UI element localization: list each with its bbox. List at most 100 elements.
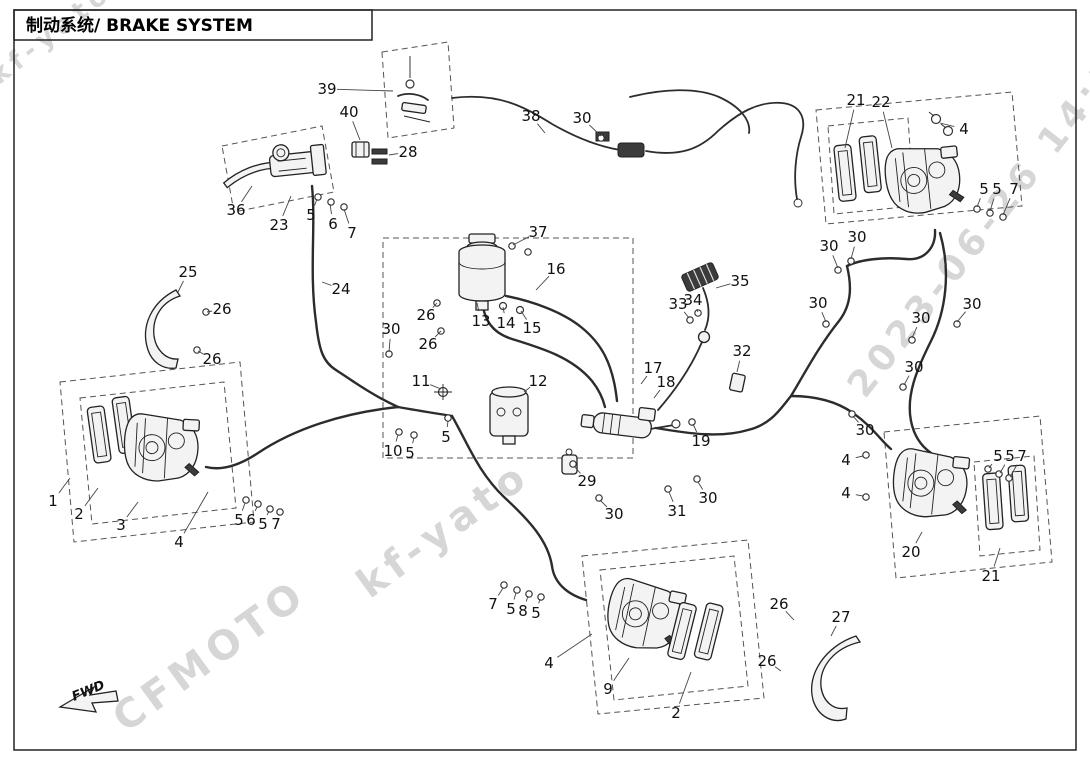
callout-leader-line [988,463,993,469]
callout-number-4: 4 [174,533,184,551]
callout-leader-line [512,236,530,246]
brake-caliper-rear-right-upper [882,141,966,217]
callout-leader-line [412,437,415,444]
callout-leader-line [58,477,71,494]
callout-number-19: 19 [691,432,710,450]
callout-leader-line [832,255,839,269]
callout-leader-line [476,302,480,312]
callout-leader-line [538,598,541,604]
callout-number-29: 29 [577,472,596,490]
callout-leader-line [715,283,731,289]
callout-leader-line [588,124,602,137]
callout-number-4: 4 [544,654,554,672]
parking-lever-parts [397,56,431,123]
callout-number-30: 30 [904,358,923,376]
callout-number-4: 4 [841,451,851,469]
callout-number-30: 30 [911,309,930,327]
callout-number-10: 10 [383,442,402,460]
callout-leader-line [525,595,529,602]
dashed-group-boxes [59,41,1053,715]
brake-caliper-rear-right-lower [889,446,973,522]
callout-leader-line [697,481,704,490]
callout-number-33: 33 [668,295,687,313]
callout-number-15: 15 [522,319,541,337]
callout-leader-line [537,123,546,134]
callout-leader-line [513,592,517,600]
callout-number-6: 6 [246,511,256,529]
callout-leader-line [282,195,292,216]
callout-leader-line [430,384,442,390]
callout-number-30: 30 [855,421,874,439]
title-box [13,9,373,41]
brake-pedal [657,262,719,411]
callout-leader-line [557,633,593,658]
callout-number-30: 30 [962,295,981,313]
callout-leader-line [989,198,995,212]
brake-pads-rear-right-upper [832,134,883,203]
callout-number-20: 20 [901,543,920,561]
callout-number-4: 4 [959,120,969,138]
parking-brake-cable [451,89,805,208]
callout-number-30: 30 [847,228,866,246]
callout-number-4: 4 [841,484,851,502]
callout-leader-line [653,389,661,399]
callout-leader-line [785,610,795,621]
callout-leader-line [915,531,923,544]
callout-leader-line [254,506,258,512]
cable-adjuster [617,142,645,158]
callout-number-5: 5 [258,515,268,533]
brake-fluid-reservoir [458,233,525,315]
callout-leader-line [678,671,692,704]
callout-number-7: 7 [488,595,498,613]
hose-clamp-bracket [728,372,746,393]
callout-leader-line [126,501,139,518]
rear-master-cylinder [580,406,681,439]
callout-leader-lines [58,88,1018,704]
callout-number-26: 26 [757,652,776,670]
callout-number-9: 9 [603,680,613,698]
callout-number-30: 30 [381,320,400,338]
callout-leader-line [497,587,504,596]
callout-leader-line [183,491,209,534]
callout-leader-line [599,499,608,508]
callout-number-5: 5 [531,604,541,622]
callout-number-5: 5 [992,180,1002,198]
callout-leader-line [388,153,399,156]
callout-number-30: 30 [819,237,838,255]
callout-leader-line [314,198,318,206]
callout-number-2: 2 [671,704,681,722]
callout-leader-line [1009,464,1018,478]
callout-number-25: 25 [178,263,197,281]
callout-number-5: 5 [234,511,244,529]
callout-number-26: 26 [212,300,231,318]
callout-leader-line [692,423,698,433]
callout-leader-line [388,338,391,353]
callout-number-30: 30 [808,294,827,312]
callout-leader-line [177,280,184,293]
callout-leader-line [830,625,837,637]
disc-guard-left [144,289,182,369]
callout-number-35: 35 [730,272,749,290]
callout-number-8: 8 [518,602,528,620]
callout-number-5: 5 [993,447,1003,465]
callout-number-26: 26 [769,595,788,613]
page-title: 制动系统/ BRAKE SYSTEM [26,15,253,36]
disc-guard-right [811,635,862,722]
callout-leader-line [266,510,270,516]
callout-number-7: 7 [347,224,357,242]
callout-leader-line [668,491,674,502]
callout-number-30: 30 [698,489,717,507]
callout-leader-line [84,487,99,507]
callout-leader-line [197,350,204,355]
callout-leader-line [850,246,855,260]
callout-leader-line [336,88,394,92]
callout-number-3: 3 [116,516,126,534]
callout-number-27: 27 [831,608,850,626]
callout-number-17: 17 [643,359,662,377]
callout-number-39: 39 [317,80,336,98]
callout-leader-line [1002,198,1011,216]
callout-leader-line [573,465,581,474]
callout-number-5: 5 [506,600,516,618]
callout-leader-line [993,547,1001,567]
caliper-bolts-top-right [928,111,954,137]
